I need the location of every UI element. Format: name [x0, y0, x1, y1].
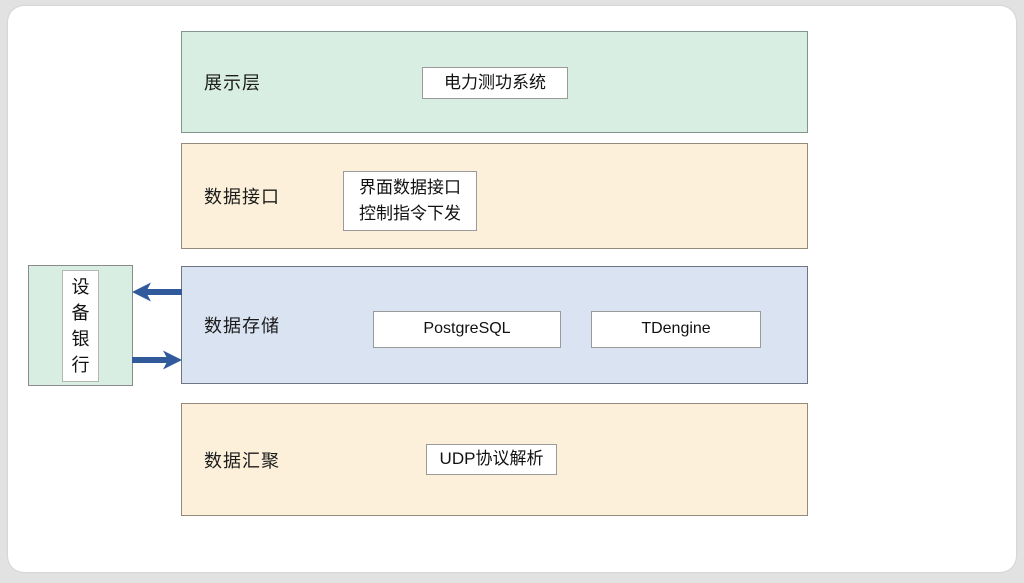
layer-presentation: 展示层 电力测功系统	[181, 31, 808, 133]
node-udp-parser: UDP协议解析	[426, 444, 557, 475]
node-power-dyno-system-label: 电力测功系统	[444, 72, 546, 92]
device-bank-char-1: 设	[71, 276, 90, 297]
layer-data-storage: 数据存储 PostgreSQL TDengine	[181, 266, 808, 384]
arrow-device-to-storage	[132, 349, 182, 371]
node-power-dyno-system: 电力测功系统	[422, 67, 568, 99]
node-postgresql: PostgreSQL	[373, 311, 561, 348]
layer-data-storage-label: 数据存储	[204, 316, 280, 336]
node-ui-data-interface-line1: 界面数据接口	[359, 177, 461, 197]
node-postgresql-label: PostgreSQL	[423, 320, 511, 338]
device-bank-char-4: 行	[71, 354, 90, 375]
node-tdengine-label: TDengine	[641, 320, 711, 338]
layer-data-interface-label: 数据接口	[204, 187, 280, 207]
device-bank-box: 设 备 银 行	[28, 265, 133, 386]
device-bank-inner-box: 设 备 银 行	[62, 269, 99, 382]
right-arrow-icon	[132, 350, 182, 370]
layer-data-interface: 数据接口 界面数据接口 控制指令下发	[181, 143, 808, 249]
layer-presentation-label: 展示层	[204, 73, 261, 93]
node-tdengine: TDengine	[591, 311, 761, 348]
arrow-storage-to-device	[132, 281, 182, 303]
device-bank-char-3: 银	[71, 328, 90, 349]
layer-data-aggregation-label: 数据汇聚	[204, 450, 280, 471]
left-arrow-icon	[132, 282, 182, 302]
device-bank-char-2: 备	[71, 302, 90, 323]
node-ui-data-interface-line2: 控制指令下发	[359, 204, 461, 223]
layer-data-aggregation: 数据汇聚 UDP协议解析	[181, 403, 808, 516]
node-udp-parser-label: UDP协议解析	[439, 449, 544, 469]
node-ui-data-interface: 界面数据接口 控制指令下发	[343, 171, 477, 231]
